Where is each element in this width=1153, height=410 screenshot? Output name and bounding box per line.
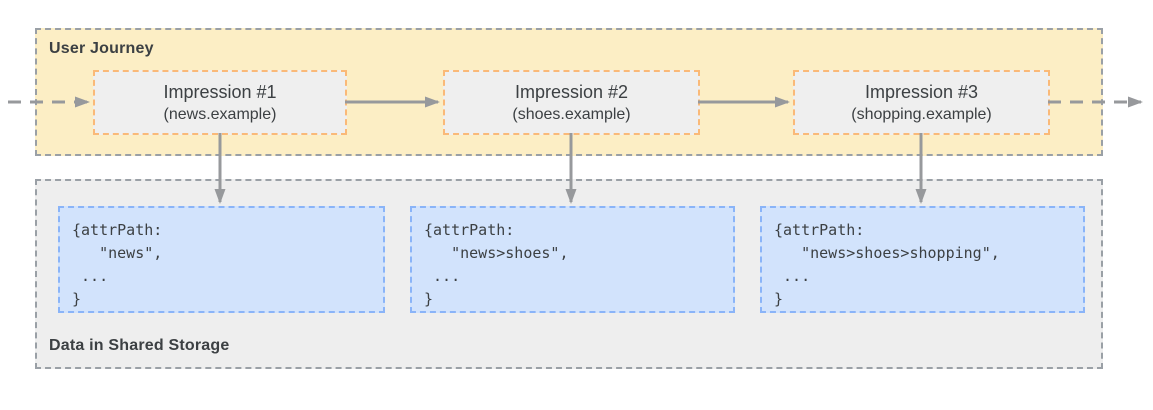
shared-storage-label: Data in Shared Storage: [49, 337, 230, 354]
impression-2-title: Impression #2: [514, 81, 629, 102]
shared-storage-container: {attrPath: "news", ... } {attrPath: "new…: [35, 179, 1103, 369]
storage-entry-3-code: {attrPath: "news>shoes>shopping", ... }: [760, 206, 1085, 313]
storage-entry-1-code: {attrPath: "news", ... }: [58, 206, 385, 313]
impression-1-title: Impression #1: [163, 81, 277, 102]
user-journey-label: User Journey: [49, 40, 154, 57]
impression-3-domain: (shopping.example): [851, 105, 992, 123]
impression-3-box: Impression #3 (shopping.example): [793, 70, 1050, 135]
impression-2-box: Impression #2 (shoes.example): [443, 70, 700, 135]
impression-1-box: Impression #1 (news.example): [93, 70, 347, 135]
impression-2-domain: (shoes.example): [512, 105, 631, 123]
impression-3-title: Impression #3: [864, 81, 979, 102]
storage-entry-2-code: {attrPath: "news>shoes", ... }: [410, 206, 735, 313]
impression-1-domain: (news.example): [163, 105, 277, 123]
